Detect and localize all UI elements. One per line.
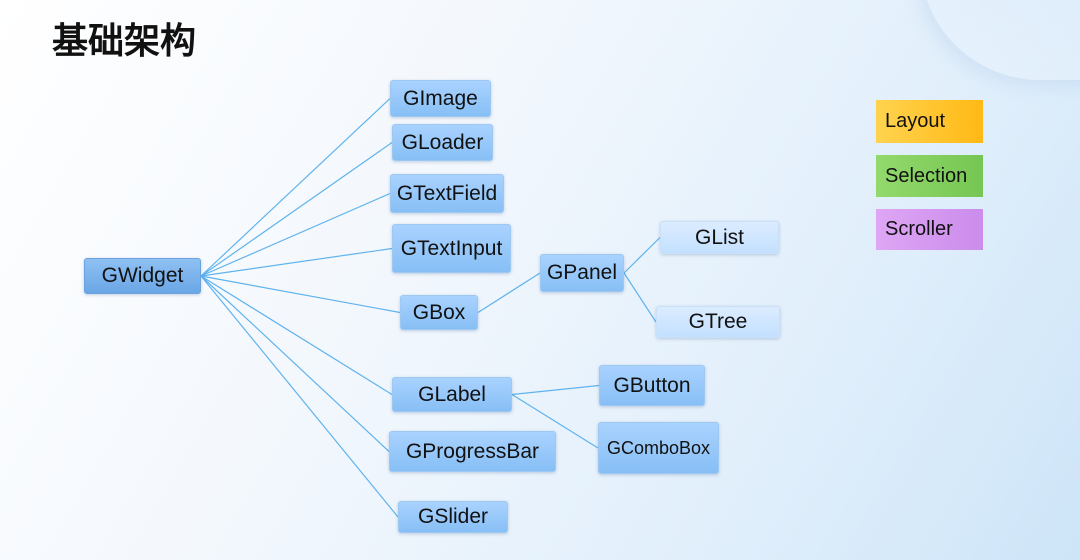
node-gbox: GBox [400,295,478,330]
legend-selection: Selection [876,155,983,197]
connector-gwidget-gtextfield [200,192,391,277]
connector-glabel-gbutton [511,384,600,396]
connector-gwidget-gbox [200,275,401,314]
connector-gpanel-glist [623,237,661,274]
legend-layout: Layout [876,100,983,143]
connector-gbox-gpanel [477,272,541,314]
node-gtree: GTree [656,306,780,338]
page-title: 基础架构 [52,21,197,62]
connector-gwidget-glabel [200,275,393,396]
connector-gwidget-gloader [200,142,393,277]
connector-gwidget-gtextinput [200,247,393,277]
node-gslider: GSlider [398,501,508,533]
node-gprogressbar: GProgressBar [389,431,556,472]
node-glist: GList [660,221,779,254]
connector-glabel-gcombobox [511,393,599,449]
connector-gwidget-gprogressbar [200,275,390,452]
node-gwidget: GWidget [84,258,201,294]
node-glabel: GLabel [392,377,512,412]
connector-gwidget-gimage [200,98,391,277]
connector-gwidget-gslider [200,275,399,518]
node-gimage: GImage [390,80,491,117]
node-gbutton: GButton [599,365,705,406]
connector-gpanel-gtree [623,272,657,323]
node-gpanel: GPanel [540,254,624,292]
node-gloader: GLoader [392,124,493,161]
legend-scroller: Scroller [876,209,983,250]
node-gcombobox: GComboBox [598,422,719,474]
node-gtextinput: GTextInput [392,224,511,273]
node-gtextfield: GTextField [390,174,504,213]
